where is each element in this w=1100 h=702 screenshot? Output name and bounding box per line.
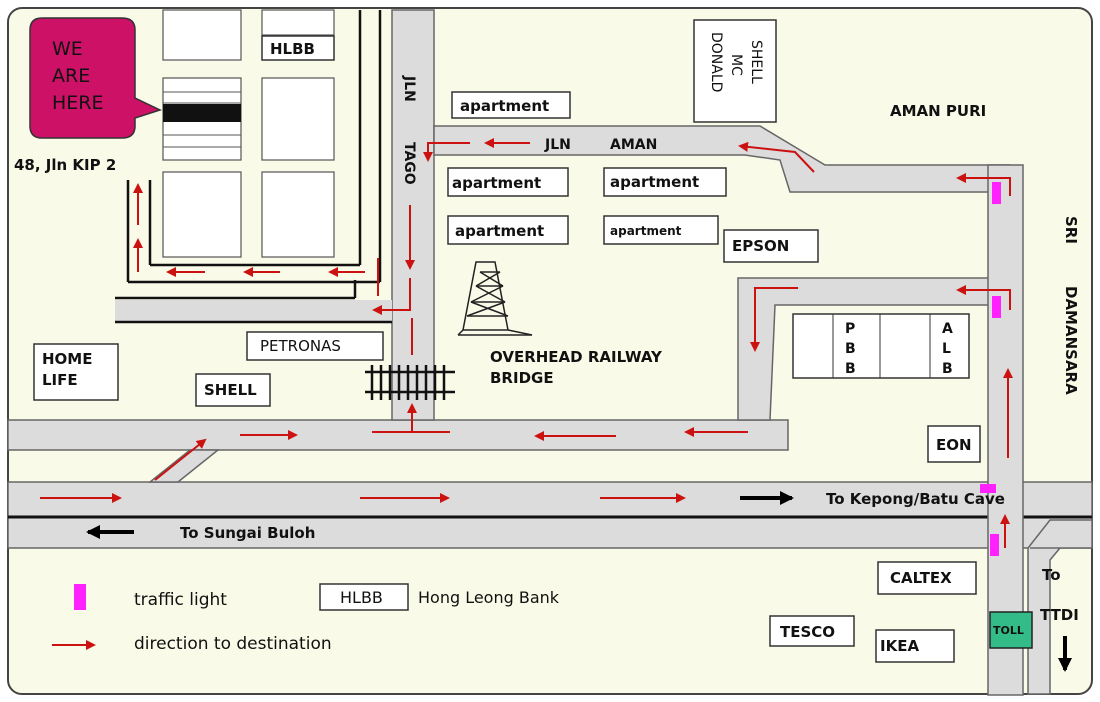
arrow: [423, 142, 470, 162]
traffic-light-3: [980, 484, 996, 493]
to-ttdi-line2: TTDI: [1040, 606, 1079, 624]
we-are-here-callout: WE ARE HERE 48, Jln KIP 2: [14, 17, 163, 174]
legend-hlbb-box: [319, 583, 409, 611]
railway-tower-icon: [457, 261, 533, 336]
jln-tago-text-2: TAGO: [401, 142, 417, 185]
apartment-1-label: apartment: [452, 174, 541, 192]
building-blocks: [162, 9, 335, 258]
pbb-alb-block: P B B A L B: [792, 313, 970, 379]
apartment-top-label: apartment: [460, 97, 549, 115]
tesco-box: [769, 615, 855, 647]
petronas-box: [246, 331, 384, 361]
apartment-4-box: [603, 215, 719, 245]
legend-traffic-light-label: traffic light: [134, 590, 227, 610]
home-life-line2: LIFE: [42, 371, 78, 389]
shell-mcdonald-box: [693, 19, 777, 123]
roads: [7, 9, 1093, 696]
arrow: [750, 287, 798, 352]
pbb-b2: B: [845, 361, 856, 377]
legend-traffic-light-swatch: [74, 584, 86, 610]
arrow: [738, 141, 815, 173]
jln-aman-text-1: JLN: [544, 137, 571, 153]
to-kepong-label: To Kepong/Batu Cave: [826, 490, 1005, 508]
legend: traffic light HLBB Hong Leong Bank direc…: [52, 583, 560, 654]
caltex-label: CALTEX: [890, 569, 952, 587]
to-sungai-buloh-label: To Sungai Buloh: [180, 524, 315, 542]
apartment-top-box: [451, 91, 571, 119]
home-life-box: [33, 343, 119, 401]
eon-label: EON: [936, 436, 972, 454]
legend-hlbb-abbrev: HLBB: [340, 588, 383, 607]
pbb-p: P: [845, 321, 855, 337]
tesco-label: TESCO: [780, 623, 835, 641]
shell-mcd-line2: MC: [728, 54, 744, 76]
arrow: [372, 278, 411, 315]
alb-l: L: [942, 341, 951, 357]
home-life-line1: HOME: [42, 350, 92, 368]
legend-hlbb-full: Hong Leong Bank: [418, 588, 560, 607]
alb-a: A: [942, 321, 953, 337]
jln-tago-label: JLN TAGO: [401, 75, 417, 185]
damansara-label: DAMANSARA: [1062, 286, 1080, 395]
overhead-label-2: BRIDGE: [490, 369, 554, 387]
traffic-light-2: [992, 296, 1001, 318]
direction-arrows: [40, 138, 1013, 548]
epson-label: EPSON: [732, 237, 789, 255]
toll-box: [989, 611, 1033, 649]
apartment-3-label: apartment: [455, 222, 544, 240]
ikea-label: IKEA: [880, 637, 919, 655]
traffic-light-4: [990, 534, 999, 556]
overhead-label-1: OVERHEAD RAILWAY: [490, 348, 663, 366]
shell-mcd-line3: DONALD: [708, 32, 724, 92]
arrow: [154, 438, 207, 481]
callout-line1: WE: [52, 38, 83, 60]
ikea-box: [875, 629, 955, 663]
arrow: [956, 173, 1011, 196]
railway-track-icon: [365, 365, 455, 400]
hlbb-box: [261, 35, 335, 61]
jln-aman-text-2: AMAN: [610, 137, 657, 153]
shell-label: SHELL: [204, 381, 257, 399]
apartment-2-box: [603, 167, 727, 197]
shell-mcd-line1: SHELL: [748, 40, 764, 84]
arrow: [956, 285, 1011, 300]
epson-box: [723, 229, 819, 263]
traffic-light-1: [992, 182, 1001, 204]
callout-line2: ARE: [52, 65, 90, 87]
pbb-b1: B: [845, 341, 856, 357]
petronas-label: PETRONAS: [260, 337, 341, 355]
legend-direction-label: direction to destination: [134, 634, 332, 654]
apartment-3-box: [447, 215, 569, 245]
aman-puri-label: AMAN PURI: [890, 102, 986, 120]
toll-label: TOLL: [993, 624, 1024, 637]
callout-line3: HERE: [52, 92, 104, 114]
jln-tago-text-1: JLN: [401, 75, 417, 102]
sri-label: SRI: [1062, 216, 1080, 244]
traffic-lights: [980, 182, 1001, 556]
black-arrows: [86, 491, 1072, 672]
shell-box: [195, 373, 271, 407]
apartment-1-box: [447, 167, 569, 197]
to-ttdi-line1: To: [1042, 566, 1061, 584]
caltex-box: [877, 561, 977, 595]
apartment-4-label: apartment: [610, 224, 682, 238]
alb-b: B: [942, 361, 953, 377]
address-label: 48, Jln KIP 2: [14, 156, 116, 174]
hlbb-label: HLBB: [270, 40, 315, 58]
apartment-2-label: apartment: [610, 173, 699, 191]
eon-box: [927, 425, 981, 463]
